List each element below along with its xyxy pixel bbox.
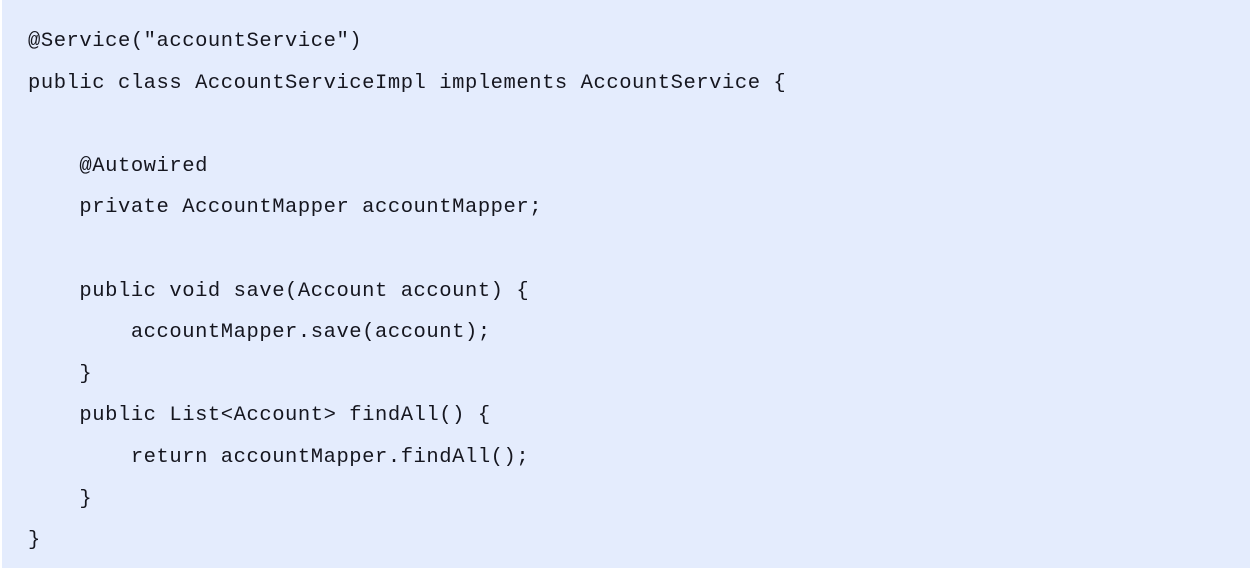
code-line: return accountMapper.findAll(); bbox=[28, 445, 530, 469]
code-line: } bbox=[28, 362, 93, 386]
code-line-blank bbox=[28, 104, 1228, 146]
code-line: private AccountMapper accountMapper; bbox=[28, 196, 543, 220]
code-line: public class AccountServiceImpl implemen… bbox=[28, 71, 787, 95]
code-line: @Autowired bbox=[28, 154, 208, 178]
code-line: accountMapper.save(account); bbox=[28, 321, 491, 345]
code-line: @Service("accountService") bbox=[28, 30, 363, 53]
code-line: public void save(Account account) { bbox=[28, 279, 530, 303]
code-line-blank bbox=[28, 229, 1228, 271]
code-line: } bbox=[28, 529, 41, 553]
code-lines-container: @Service("accountService") public class A… bbox=[28, 21, 1228, 562]
code-line: public List<Account> findAll() { bbox=[28, 404, 491, 428]
code-line: } bbox=[28, 487, 93, 511]
